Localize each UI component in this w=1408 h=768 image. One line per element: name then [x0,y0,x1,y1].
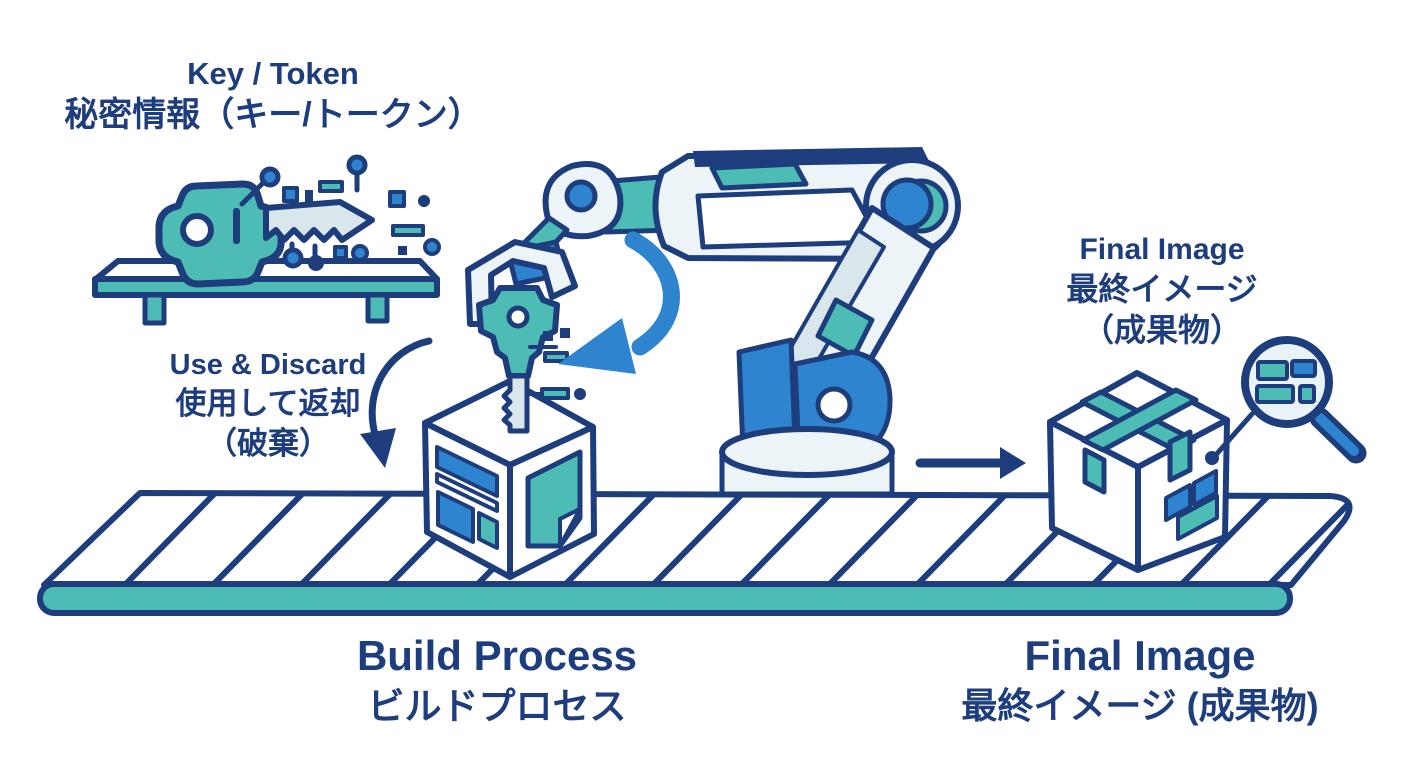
tape-strap [1080,387,1199,453]
belt-front-bar [37,581,1293,616]
table-shelf [92,258,440,326]
final-image-top-label: Final Image 最終イメージ （成果物） [1066,231,1257,351]
robot-arm [505,147,961,497]
key-token-label-en: Key / Token [187,56,359,91]
use-discard-label-ja1: 使用して返却 [175,386,361,422]
final-image-top-en: Final Image [1079,233,1245,266]
circuit-key-icon [155,154,441,288]
document-icon [525,449,583,549]
robot-elbow-joint [542,161,624,240]
gripper-claw [465,239,578,327]
use-discard-label-ja2: （破棄） [206,425,330,461]
build-container-box [422,378,597,580]
curved-return-arrow [360,337,433,468]
final-image-bottom-label: Final Image 最終イメージ (成果物) [961,629,1318,729]
robot-base [719,337,895,497]
build-process-label: Build Process ビルドプロセス [357,629,637,730]
tape-tab [1082,447,1107,495]
final-image-bottom-en: Final Image [1024,632,1256,679]
final-image-top-ja2: （成果物） [1081,312,1242,349]
right-flow-arrow [915,447,1026,479]
final-image-bottom-ja: 最終イメージ (成果物) [961,684,1319,726]
tape-tab [1167,429,1193,483]
final-image-top-ja1: 最終イメージ [1066,271,1258,308]
use-discard-label-en: Use & Discard [169,349,367,381]
key-icon [476,285,586,434]
use-discard-label: Use & Discard 使用して返却 （破棄） [170,347,367,463]
build-process-label-en: Build Process [356,632,638,679]
sealed-package-box [1047,370,1230,573]
curved-insert-arrow [558,231,680,374]
inspection-magnifier-icon [1205,336,1367,465]
key-token-label-ja: 秘密情報（キー/トークン） [64,95,482,134]
key-token-label: Key / Token 秘密情報（キー/トークン） [64,54,481,137]
build-process-label-ja: ビルドプロセス [367,685,627,727]
